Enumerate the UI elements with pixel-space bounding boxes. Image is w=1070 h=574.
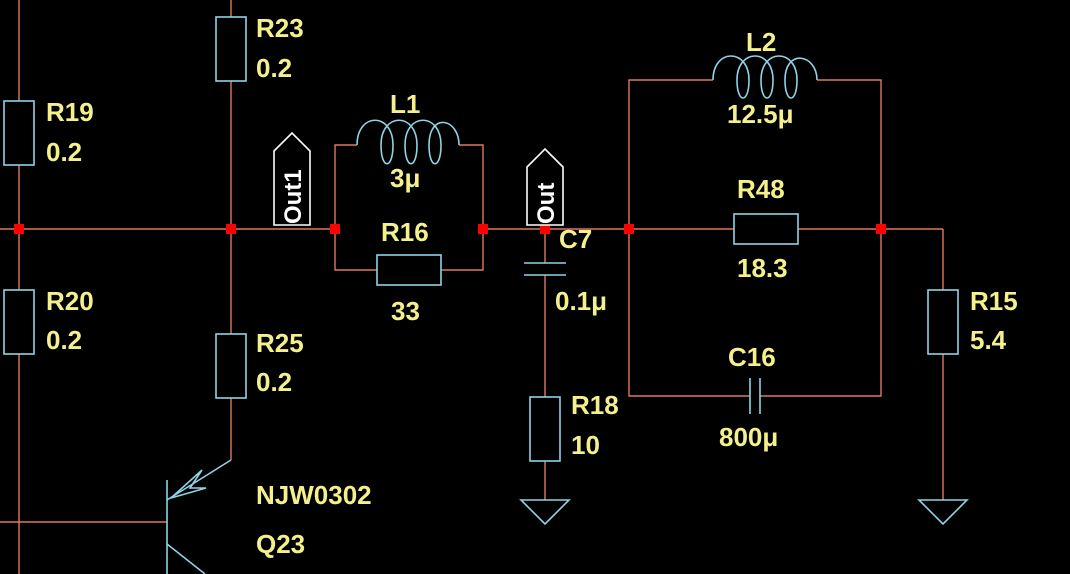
label-l1-ref: L1 <box>390 89 420 119</box>
capacitor-c16[interactable] <box>749 378 761 414</box>
port-out1[interactable]: Out1 <box>273 131 311 226</box>
label-r48-ref: R48 <box>737 174 785 204</box>
resistor-r16[interactable] <box>376 254 442 286</box>
resistor-r48[interactable] <box>733 213 799 245</box>
port-out-label: Out <box>533 183 560 224</box>
wire-l1-right <box>459 144 484 229</box>
wire-l2-left <box>628 79 713 229</box>
junction-dot <box>330 224 340 234</box>
ground-symbol-c7 <box>519 499 571 526</box>
port-out[interactable]: Out <box>526 147 564 226</box>
resistor-r15[interactable] <box>927 289 959 355</box>
label-l2-ref: L2 <box>746 27 776 57</box>
wire-r16-left <box>334 229 377 271</box>
wires <box>0 0 944 574</box>
label-r16-value: 33 <box>391 296 420 326</box>
label-c16-value: 800μ <box>719 422 778 452</box>
label-r16-ref: R16 <box>381 217 429 247</box>
inductor-l1[interactable] <box>356 119 460 165</box>
resistor-r25[interactable] <box>215 333 247 399</box>
junction-dot <box>624 224 634 234</box>
label-r18-value: 10 <box>571 430 600 460</box>
labels: R19 0.2 R20 0.2 R23 0.2 R25 0.2 L1 3μ R1… <box>46 13 1018 559</box>
label-q23-ref: Q23 <box>256 529 305 559</box>
wire-l1-left <box>334 144 357 229</box>
wire-r16-right <box>441 229 484 271</box>
junction-dot <box>14 224 24 234</box>
inductor-l2[interactable] <box>712 55 818 99</box>
label-l2-value: 12.5μ <box>727 99 794 129</box>
label-r18-ref: R18 <box>571 390 619 420</box>
port-out1-label: Out1 <box>280 169 307 224</box>
label-r15-value: 5.4 <box>970 325 1007 355</box>
junctions <box>14 224 886 234</box>
label-r19-value: 0.2 <box>46 137 82 167</box>
resistor-r18[interactable] <box>529 396 561 462</box>
ground-symbol-r15 <box>917 499 969 526</box>
label-r23-value: 0.2 <box>256 53 292 83</box>
resistor-r19[interactable] <box>3 100 35 166</box>
junction-dot <box>540 224 550 234</box>
label-l1-value: 3μ <box>390 163 420 193</box>
resistor-r23[interactable] <box>215 16 247 82</box>
label-r23-ref: R23 <box>256 13 304 43</box>
label-r20-value: 0.2 <box>46 325 82 355</box>
label-r25-ref: R25 <box>256 328 304 358</box>
components <box>3 16 969 574</box>
label-r48-value: 18.3 <box>737 253 788 283</box>
label-q23-value: NJW0302 <box>256 480 372 510</box>
wire-l2-right <box>817 79 882 229</box>
label-r15-ref: R15 <box>970 286 1018 316</box>
resistor-r20[interactable] <box>3 289 35 355</box>
junction-dot <box>478 224 488 234</box>
label-r20-ref: R20 <box>46 286 94 316</box>
wire-c16-left <box>628 229 750 397</box>
label-c16-ref: C16 <box>728 342 776 372</box>
label-r25-value: 0.2 <box>256 367 292 397</box>
wire-c16-right <box>760 229 882 397</box>
capacitor-c7[interactable] <box>524 262 566 276</box>
label-c7-value: 0.1μ <box>555 286 607 316</box>
junction-dot <box>226 224 236 234</box>
junction-dot <box>876 224 886 234</box>
label-c7-ref: C7 <box>559 224 592 254</box>
transistor-q23[interactable] <box>166 459 232 574</box>
label-r19-ref: R19 <box>46 97 94 127</box>
